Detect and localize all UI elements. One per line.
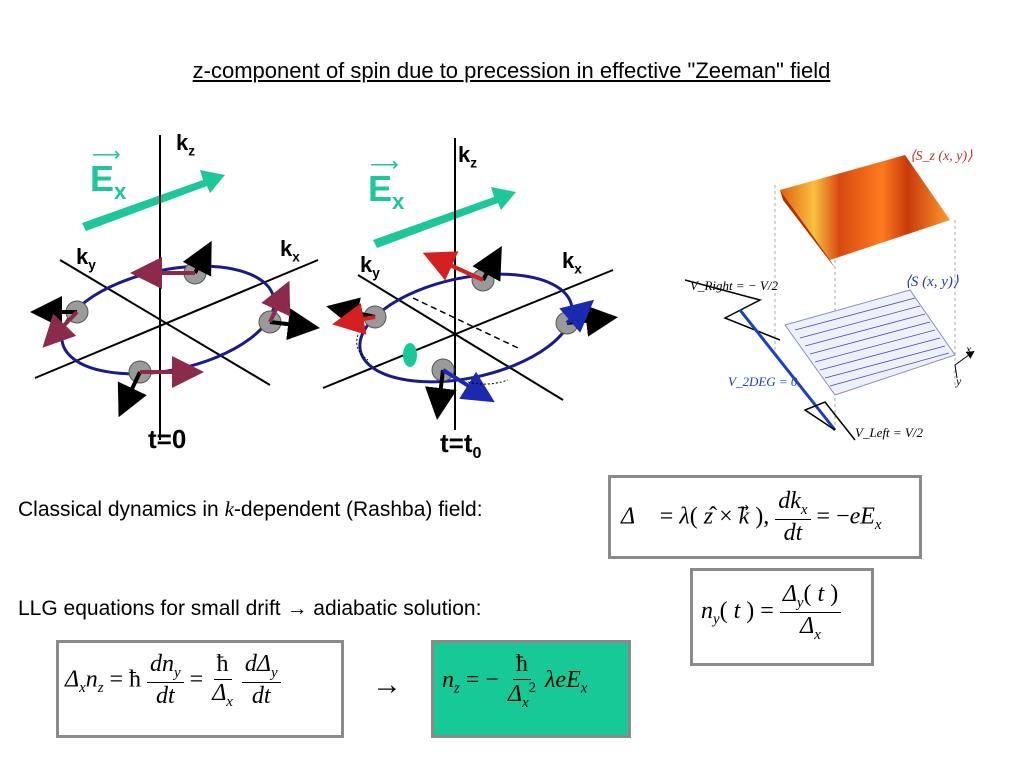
precession-diagram-t0 [30,135,320,440]
2deg-channel [738,309,837,431]
v-right-label: V_Right = − V/2 [690,278,778,293]
v-left-label: V_Left = V/2 [855,425,923,440]
kx-label: kx [562,248,582,277]
field-arrow [82,170,225,231]
s-label: ⟨S (x, y)⟩ [905,274,959,290]
ky-label: ky [76,244,96,273]
spin-density-plot [685,155,975,441]
llg-text: LLG equations for small drift → adiabati… [18,596,482,620]
classical-dynamics-text: Classical dynamics in k-dependent (Rashb… [18,497,483,521]
kz-label: kz [176,130,196,159]
time-label: t=0 [148,424,187,454]
sz-surface [780,155,950,260]
field-label: ⟶ Ex [90,144,127,205]
slide-title: z-component of spin due to precession in… [192,58,831,83]
implies-arrow: → [372,668,402,701]
sz-label: ⟨S_z (x, y)⟩ [910,149,973,164]
kick-marker [403,343,417,367]
v-2deg-label: V_2DEG = 0 [728,374,798,389]
time-label: t=t0 [440,428,482,463]
axis-x-label: x [966,342,972,356]
precession-diagram-t0-later [322,138,618,430]
kx-axis [34,259,319,379]
field-label: ⟶ Ex [368,154,405,215]
axis-y-label: y [956,374,962,388]
kz-label: kz [458,142,478,171]
field-arrow [373,187,516,248]
ky-axis [59,259,271,386]
ny-equation-box: ny( t ) = Δy( t )Δx [690,568,874,666]
ky-label: ky [360,252,380,281]
ky-axis [357,274,564,401]
kx-label: kx [280,236,300,265]
s-vector-field [784,289,956,396]
fermi-orbit [358,272,574,384]
